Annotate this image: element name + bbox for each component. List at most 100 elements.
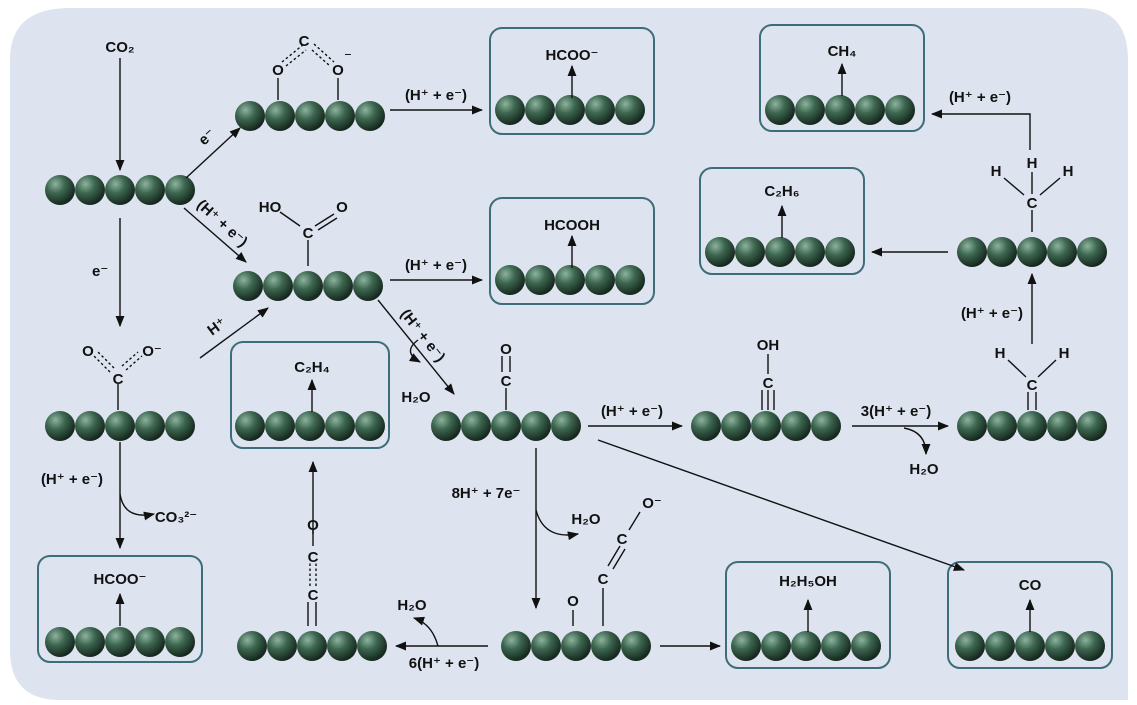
catalyst-atom <box>621 631 651 661</box>
surface-bottom-mid <box>501 631 651 661</box>
catalyst-atom <box>45 411 75 441</box>
catalyst-atom <box>135 627 165 657</box>
label-step-ch2-ch3: (H⁺ + e⁻) <box>961 305 1023 322</box>
surface-coh <box>691 411 841 441</box>
catalyst-atom <box>1047 411 1077 441</box>
atom-coh-oh: OH <box>757 337 780 354</box>
atom-bl-c1: C <box>308 549 319 566</box>
atom-bl-o: O <box>307 517 319 534</box>
catalyst-atom <box>795 237 825 267</box>
catalyst-atom <box>357 631 387 661</box>
catalyst-atom <box>353 271 383 301</box>
atom-cooh-c: C <box>303 225 314 242</box>
label-step-ch3-ch4: (H⁺ + e⁻) <box>949 89 1011 106</box>
catalyst-atom <box>1017 411 1047 441</box>
surface-start <box>45 175 195 205</box>
catalyst-atom <box>325 411 355 441</box>
atom-ch2-c: C <box>1027 377 1038 394</box>
catalyst-surfaces <box>45 95 1107 661</box>
catalyst-atom <box>551 411 581 441</box>
atom-bm-o2: O⁻ <box>642 495 662 512</box>
catalyst-atom <box>555 95 585 125</box>
catalyst-atom <box>1017 237 1047 267</box>
catalyst-atom <box>885 95 915 125</box>
catalyst-atom <box>263 271 293 301</box>
catalyst-atom <box>761 631 791 661</box>
catalyst-atom <box>265 411 295 441</box>
atom-ch2-h1: H <box>995 345 1006 362</box>
label-water-cooh: H₂O <box>401 389 430 406</box>
product-box-ethanol <box>725 561 891 669</box>
atom-top-o1: O <box>272 62 284 79</box>
catalyst-atom <box>295 411 325 441</box>
catalyst-atom <box>1047 237 1077 267</box>
catalyst-atom <box>615 95 645 125</box>
product-box-c2h4 <box>230 341 390 449</box>
catalyst-atom <box>355 411 385 441</box>
atom-top-charge: ⁻ <box>344 49 352 66</box>
catalyst-atom <box>165 627 195 657</box>
arrow-hplus-to-cooh <box>199 307 269 359</box>
surface-left <box>45 411 195 441</box>
catalyst-atom <box>105 411 135 441</box>
catalyst-atom <box>355 101 385 131</box>
catalyst-atom <box>235 411 265 441</box>
arrow-to-cooh <box>183 207 247 263</box>
surface-hcooh <box>495 265 645 295</box>
catalyst-atom <box>1077 411 1107 441</box>
product-hcoo-bottom: HCOO⁻ <box>94 571 147 588</box>
surface-c2h6 <box>705 237 855 267</box>
atom-left-o1: O <box>82 343 94 360</box>
surface-hcoo-top <box>495 95 645 125</box>
label-e-minus-left: e⁻ <box>92 263 108 280</box>
catalyst-atom <box>791 631 821 661</box>
catalyst-atom <box>821 631 851 661</box>
surface-c2h4 <box>235 411 385 441</box>
catalyst-atom <box>987 237 1017 267</box>
surface-co <box>431 411 581 441</box>
arrow-ch3-to-ch4 <box>930 109 1031 150</box>
catalyst-atom <box>525 95 555 125</box>
atom-ch3-c: C <box>1027 195 1038 212</box>
surface-ch2 <box>957 411 1107 441</box>
label-water-co-down: H₂O <box>571 511 600 528</box>
label-step-6h: 6(H⁺ + e⁻) <box>409 655 479 672</box>
catalyst-atom <box>295 101 325 131</box>
catalyst-atom <box>265 101 295 131</box>
catalyst-atom <box>987 411 1017 441</box>
atom-co-o: O <box>500 341 512 358</box>
label-step-coh-ch2: 3(H⁺ + e⁻) <box>861 403 931 420</box>
surface-co-product <box>955 631 1105 661</box>
atom-bl-c2: C <box>308 587 319 604</box>
catalyst-atom <box>1077 237 1107 267</box>
arrow-co-to-co-product <box>597 439 966 571</box>
product-co: CO <box>1019 577 1042 594</box>
catalyst-atom <box>237 631 267 661</box>
catalyst-atom <box>233 271 263 301</box>
catalyst-atom <box>1015 631 1045 661</box>
product-box-hcoo-bottom <box>37 555 203 663</box>
catalyst-atom <box>585 95 615 125</box>
atom-co-c: C <box>501 373 512 390</box>
catalyst-atom <box>491 411 521 441</box>
catalyst-atom <box>293 271 323 301</box>
label-water-bl: H₂O <box>397 597 426 614</box>
surface-ch4 <box>765 95 915 125</box>
background-panel <box>10 8 1128 700</box>
atom-ch3-h3: H <box>1063 163 1074 180</box>
catalyst-atom <box>585 265 615 295</box>
product-ch4: CH₄ <box>828 43 857 60</box>
surface-hcoo-bottom <box>45 627 195 657</box>
catalyst-atom <box>495 265 525 295</box>
label-step-co-down: 8H⁺ + 7e⁻ <box>452 485 521 502</box>
product-hcoo-top: HCOO⁻ <box>546 47 599 64</box>
catalyst-atom <box>765 237 795 267</box>
label-carbonate: CO₃²⁻ <box>155 509 197 526</box>
catalyst-atom <box>705 237 735 267</box>
catalyst-atom <box>323 271 353 301</box>
atom-cooh-o: O <box>336 199 348 216</box>
catalyst-atom <box>75 411 105 441</box>
catalyst-atom <box>135 175 165 205</box>
catalyst-atom <box>461 411 491 441</box>
